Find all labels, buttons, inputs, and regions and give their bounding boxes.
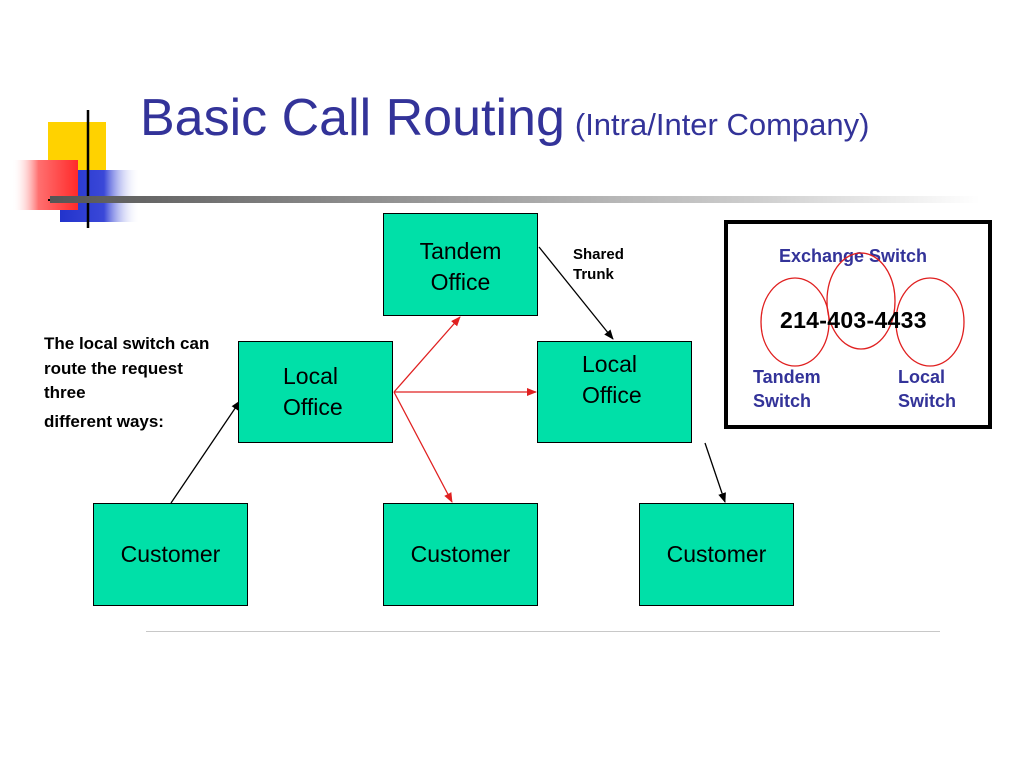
local-switch-label: Local Switch	[898, 367, 957, 411]
arrow-shared-trunk	[538, 246, 614, 340]
routing-note: The local switch can route the request t…	[44, 332, 224, 434]
local-office-right-label: Local Office	[582, 351, 642, 408]
tandem-switch-circle	[760, 277, 830, 367]
title-main: Basic Call Routing	[140, 89, 565, 147]
title-subtitle: (Intra/Inter Company)	[574, 107, 870, 142]
exchange-switch-legend	[724, 220, 992, 429]
customer-left-node: Customer	[93, 503, 248, 606]
routing-note-line2: different ways:	[44, 411, 164, 431]
customer-center-node: Customer	[383, 503, 538, 606]
arrow-route-to-customer	[393, 391, 453, 503]
local-office-left-label: Local Office	[283, 363, 343, 420]
footer-divider	[146, 631, 940, 632]
routing-note-line1: The local switch can route the request t…	[44, 334, 210, 402]
customer-right-node: Customer	[639, 503, 794, 606]
title-underline	[50, 196, 980, 203]
tandem-office-node: Tandem Office	[383, 213, 538, 316]
phone-number: 214-403-4433	[780, 307, 927, 333]
tandem-office-label: Tandem Office	[419, 238, 502, 295]
customer-left-label: Customer	[120, 541, 221, 567]
local-office-right-node: Local Office	[537, 341, 692, 443]
customer-right-label: Customer	[666, 541, 767, 567]
slide-title: Basic Call Routing (Intra/Inter Company)	[140, 88, 869, 148]
local-office-left-node: Local Office	[238, 341, 393, 443]
arrow-route-to-tandem	[393, 316, 461, 393]
local-switch-circle	[895, 277, 965, 367]
arrow-customer-to-local	[170, 400, 241, 504]
exchange-switch-title: Exchange Switch	[779, 246, 928, 266]
customer-center-label: Customer	[410, 541, 511, 567]
exchange-switch-circle	[826, 252, 896, 350]
shared-trunk-label: Shared Trunk	[573, 246, 624, 283]
tandem-switch-label: Tandem Switch	[753, 367, 821, 411]
arrow-local-to-customer	[704, 442, 726, 503]
